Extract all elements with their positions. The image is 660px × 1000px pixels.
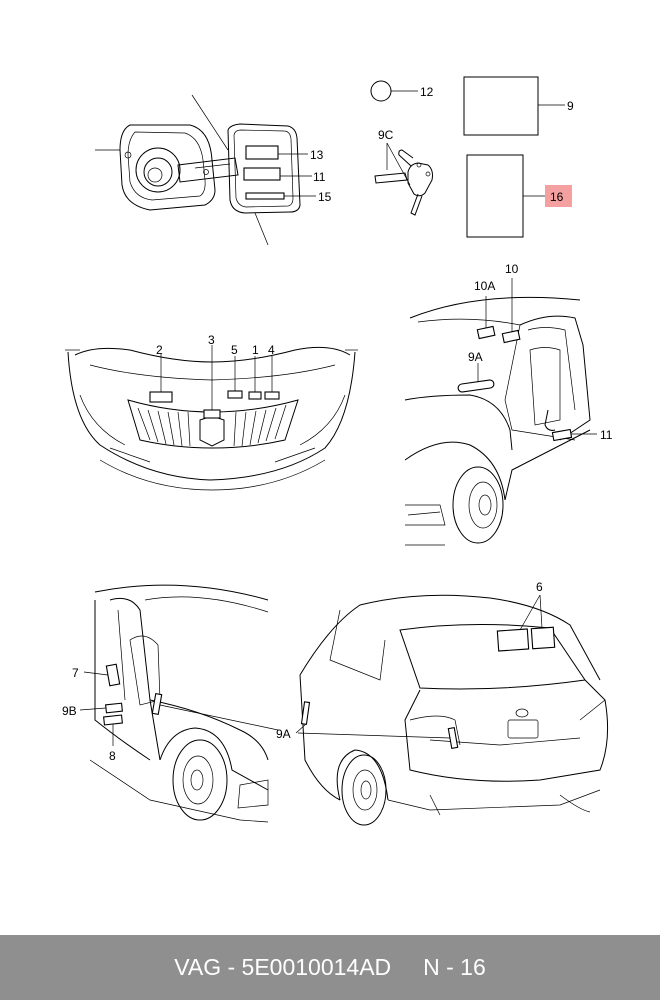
callout-2: 2	[156, 343, 163, 357]
front-grille-drawing: 2 3 5 1 4	[65, 333, 358, 491]
callout-9c: 9C	[378, 128, 394, 142]
callout-9b: 9B	[62, 704, 77, 718]
position-label: N - 16	[423, 954, 486, 980]
callout-13: 13	[310, 148, 324, 162]
brand-label: VAG	[174, 954, 222, 980]
callout-11-sill: 11	[600, 428, 613, 442]
callout-15: 15	[318, 190, 332, 204]
callout-9a-side: 9A	[468, 350, 483, 364]
left-door-pillar-drawing: 7 9B 8	[62, 584, 269, 823]
key-tag-part-9c: 9C	[374, 128, 433, 216]
fuel-filler-flap-drawing: 13 11 15	[95, 94, 332, 246]
callout-9a-rear: 9A	[276, 727, 291, 741]
callout-12: 12	[420, 85, 434, 99]
callout-16-highlight	[545, 185, 572, 207]
callout-3: 3	[208, 333, 215, 347]
parts-diagram: 13 11 15 12 9 16 9C	[62, 76, 613, 826]
label-11-sticker	[243, 167, 281, 181]
card-part-16: 16	[466, 154, 572, 238]
side-door-opening-drawing: 10A 10 9A 11	[404, 262, 613, 546]
callout-6: 6	[536, 580, 543, 594]
callout-10: 10	[505, 262, 519, 276]
callout-11-fuel: 11	[313, 170, 326, 184]
callout-5: 5	[231, 343, 238, 357]
callout-10a: 10A	[474, 279, 495, 293]
brand-separator: -	[221, 954, 242, 980]
card-part-9: 9	[463, 76, 574, 136]
callout-9: 9	[567, 99, 574, 113]
callout-8: 8	[109, 749, 116, 763]
callout-7: 7	[72, 666, 79, 680]
part-number-footer: VAG - 5E0010014AD N - 16	[0, 935, 660, 1000]
callout-4: 4	[268, 343, 275, 357]
callout-16: 16	[550, 190, 564, 204]
label-15-sticker	[245, 192, 285, 200]
callout-1: 1	[252, 343, 259, 357]
part-number: 5E0010014AD	[241, 954, 392, 980]
round-sticker-part: 12	[370, 80, 434, 102]
label-13-sticker	[245, 145, 279, 160]
rear-car-drawing: 6 9A	[159, 580, 609, 826]
footer-gap	[391, 954, 423, 981]
